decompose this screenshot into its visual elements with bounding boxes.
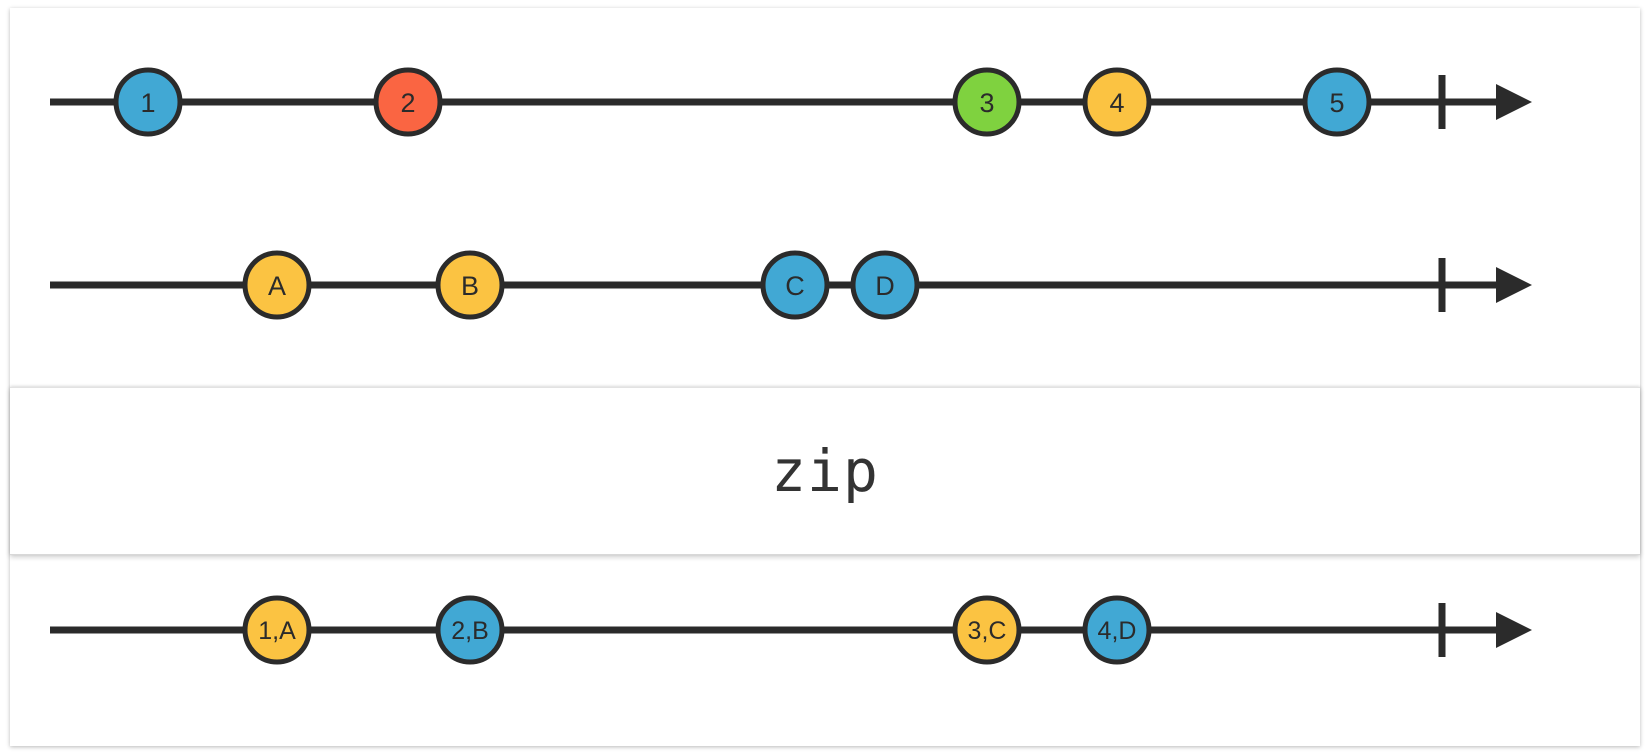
marble-label: 3,C: [968, 617, 1007, 645]
marble-label: D: [875, 271, 895, 301]
marble-circle[interactable]: [1302, 67, 1372, 137]
marble-circle[interactable]: [760, 250, 830, 320]
marble-circle[interactable]: [435, 595, 505, 665]
marble[interactable]: 4,D: [1082, 595, 1152, 665]
marble[interactable]: 1: [113, 67, 183, 137]
marble-label: 1,A: [258, 617, 296, 645]
timeline-source-2: A B C D: [10, 8, 1640, 746]
marble-circle[interactable]: [952, 67, 1022, 137]
marble-label: 3: [979, 88, 994, 118]
marble-circle[interactable]: [952, 595, 1022, 665]
marble-circle[interactable]: [850, 250, 920, 320]
marble[interactable]: B: [435, 250, 505, 320]
marble-circle[interactable]: [435, 250, 505, 320]
marble-circle[interactable]: [1082, 595, 1152, 665]
timeline-source-1-svg: 1 2 3 4 5: [50, 67, 1532, 137]
marble-label: 2,B: [451, 617, 489, 645]
marble[interactable]: 2,B: [435, 595, 505, 665]
marble[interactable]: C: [760, 250, 830, 320]
marble-label: 4: [1109, 88, 1124, 118]
diagram-card: 1 2 3 4 5 A B C D zip 1,A 2,B 3,C 4,D: [10, 8, 1640, 746]
operator-name-label: zip: [771, 437, 879, 505]
marble[interactable]: 2: [373, 67, 443, 137]
timeline-source-2-svg: A B C D: [50, 250, 1532, 320]
operator-panel: zip: [10, 387, 1640, 555]
marble-label: C: [785, 271, 805, 301]
marble-circle[interactable]: [373, 67, 443, 137]
marble-label: 5: [1329, 88, 1344, 118]
timeline-arrowhead: [1496, 84, 1532, 120]
marble[interactable]: 5: [1302, 67, 1372, 137]
timeline-arrowhead: [1496, 612, 1532, 648]
marble[interactable]: 4: [1082, 67, 1152, 137]
timeline-arrowhead: [1496, 267, 1532, 303]
marble-label: 2: [400, 88, 415, 118]
marble-label: 4,D: [1098, 617, 1137, 645]
marble[interactable]: A: [242, 250, 312, 320]
marble[interactable]: 3,C: [952, 595, 1022, 665]
timeline-source-1: 1 2 3 4 5: [10, 8, 1640, 746]
timeline-result-svg: 1,A 2,B 3,C 4,D: [50, 595, 1532, 665]
marble-circle[interactable]: [1082, 67, 1152, 137]
marble-circle[interactable]: [242, 250, 312, 320]
marble-label: 1: [140, 88, 155, 118]
marble-label: A: [268, 271, 286, 301]
marble-label: B: [461, 271, 479, 301]
marble[interactable]: 1,A: [242, 595, 312, 665]
marble[interactable]: 3: [952, 67, 1022, 137]
marble-circle[interactable]: [242, 595, 312, 665]
marble-circle[interactable]: [113, 67, 183, 137]
marble[interactable]: D: [850, 250, 920, 320]
timeline-result: 1,A 2,B 3,C 4,D: [10, 8, 1640, 746]
